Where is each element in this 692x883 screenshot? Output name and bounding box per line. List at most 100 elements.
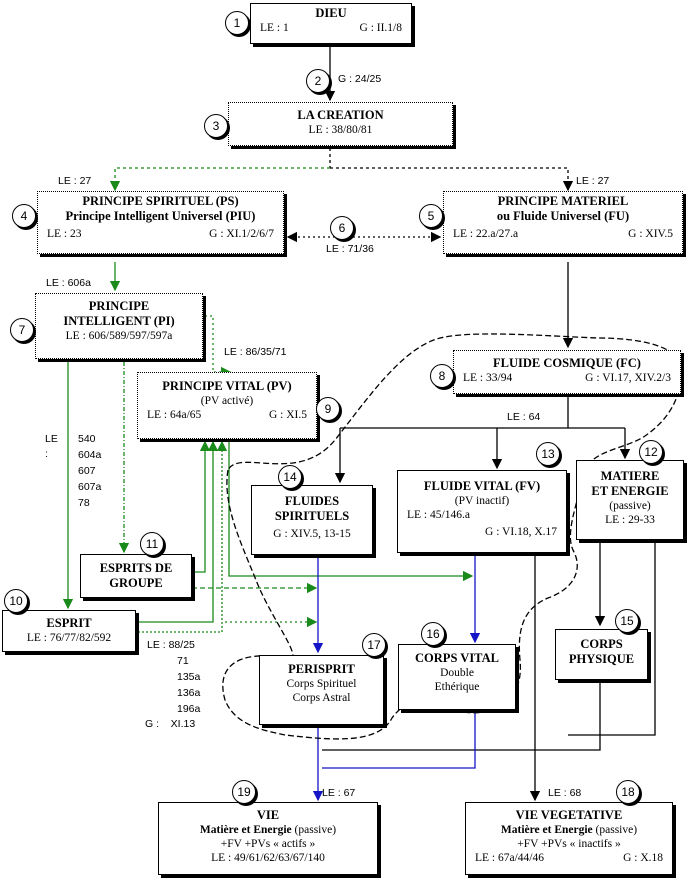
node-title-2: INTELLIGENT (PI) xyxy=(63,314,175,328)
node-number-15: 15 xyxy=(615,609,639,633)
node-bold: Matière et Energie xyxy=(199,824,292,836)
node-rest: (passive) xyxy=(592,824,638,836)
node-corps-vital: CORPS VITAL Double Ethérique xyxy=(398,644,516,710)
node-principe-intelligent: PRINCIPE INTELLIGENT (PI) LE : 606/589/5… xyxy=(35,293,203,359)
node-title: CORPS xyxy=(580,637,623,651)
node-g: G : XIV.5, 13-15 xyxy=(273,528,351,540)
node-principe-vital: PRINCIPE VITAL (PV) (PV activé) LE : 64a… xyxy=(137,372,317,439)
node-creation: LA CREATION LE : 38/80/81 xyxy=(228,102,453,146)
node-number-8: 8 xyxy=(430,364,454,388)
node-principe-materiel: PRINCIPE MATERIEL ou Fluide Universel (F… xyxy=(443,191,683,254)
node-number-10: 10 xyxy=(4,589,28,613)
link-ref-ps: LE : 27 xyxy=(58,175,92,187)
node-title: FLUIDE COSMIQUE (FC) xyxy=(493,356,641,370)
link-ref-68: LE : 68 xyxy=(548,787,582,799)
link-ref-67: LE : 67 xyxy=(322,787,356,799)
node-principe-spirituel: PRINCIPE SPIRITUEL (PS) Principe Intelli… xyxy=(37,191,284,254)
node-title: FLUIDE VITAL (FV) xyxy=(423,479,541,493)
node-title: MATIERE xyxy=(600,469,660,483)
link-ref-pm: LE : 27 xyxy=(576,175,610,187)
node-number-13: 13 xyxy=(536,442,560,466)
node-title: CORPS VITAL xyxy=(415,651,499,665)
node-fluide-vital: FLUIDE VITAL (FV) (PV inactif) LE : 45/1… xyxy=(397,470,567,553)
node-number-3: 3 xyxy=(204,114,228,138)
node-number-4: 4 xyxy=(12,204,36,228)
ref-line: 607a xyxy=(78,481,102,493)
link-number-6: 6 xyxy=(330,216,354,240)
node-title: PERISPRIT xyxy=(288,662,355,676)
node-esprit: ESPRIT LE : 76/77/82/592 xyxy=(2,610,136,652)
node-subtitle: ou Fluide Universel (FU) xyxy=(496,209,630,223)
node-le: LE : 29-33 xyxy=(605,514,655,526)
node-title-2: PHYSIQUE xyxy=(568,652,635,666)
node-line: +FV +PVs « inactifs » xyxy=(517,838,621,850)
node-number-17: 17 xyxy=(362,633,386,657)
node-le: LE : 23 xyxy=(47,228,82,240)
node-line: +FV +PVs « actifs » xyxy=(220,838,316,850)
node-g: G : VI.18, X.17 xyxy=(485,526,557,538)
node-line-2: Corps Astral xyxy=(292,692,351,704)
node-le: LE : 33/94 xyxy=(463,372,513,384)
link-ref-6: LE : 71/36 xyxy=(326,243,374,255)
node-le: LE : 38/80/81 xyxy=(308,124,373,136)
ref-line: 604a xyxy=(78,449,102,461)
node-number-5: 5 xyxy=(419,204,443,228)
node-g: G : XIV.5 xyxy=(628,228,673,240)
ref-line: 196a xyxy=(177,703,201,715)
node-corps-physique: CORPS PHYSIQUE xyxy=(555,629,648,680)
node-le: LE : 76/77/82/592 xyxy=(26,632,112,644)
node-fluide-cosmique: FLUIDE COSMIQUE (FC) LE : 33/94 G : VI.17… xyxy=(453,350,681,394)
link-ref-606a: LE : 606a xyxy=(46,277,91,289)
node-number-18: 18 xyxy=(616,780,640,804)
node-subtitle: (PV activé) xyxy=(200,395,254,407)
ref-line: LE : 88/25 xyxy=(147,639,195,651)
node-title-2: ET ENERGIE xyxy=(591,484,669,498)
node-title: LA CREATION xyxy=(297,108,384,122)
node-number-12: 12 xyxy=(639,440,663,464)
node-matiere-energie: MATIERE ET ENERGIE (passive) LE : 29-33 xyxy=(576,460,684,540)
node-title: DIEU xyxy=(315,6,347,20)
node-bold: Matière et Energie xyxy=(500,824,593,836)
node-title: PRINCIPE xyxy=(88,299,150,313)
ref-line: 136a xyxy=(177,687,201,699)
ref-line: 540 xyxy=(78,433,96,445)
node-subtitle: (PV inactif) xyxy=(454,495,510,507)
node-fluides-spirituels: FLUIDES SPIRITUELS G : XIV.5, 13-15 xyxy=(251,485,373,555)
node-line-1: Corps Spirituel xyxy=(286,678,357,690)
link-ref-g2: G : 24/25 xyxy=(338,73,382,85)
node-number-19: 19 xyxy=(232,780,256,804)
node-le: LE : 64a/65 xyxy=(147,409,202,421)
link-ref-64: LE : 64 xyxy=(507,411,541,423)
node-perisprit: PERISPRIT Corps Spirituel Corps Astral xyxy=(259,655,384,725)
node-title: VIE VEGETATIVE xyxy=(515,808,623,822)
ref-line: 135a xyxy=(177,671,201,683)
link-number-2: 2 xyxy=(306,69,330,93)
node-g: G : VI.17, XIV.2/3 xyxy=(585,372,671,384)
node-number-11: 11 xyxy=(140,532,164,556)
node-esprits-de-groupe: ESPRITS DE GROUPE xyxy=(80,554,192,598)
node-g: G : XI.5 xyxy=(268,409,307,421)
node-number-14: 14 xyxy=(278,465,302,489)
node-title: ESPRITS DE xyxy=(99,561,173,575)
node-le: LE : 22.a/27.a xyxy=(453,228,519,240)
ref-line: 78 xyxy=(78,497,90,509)
node-subtitle: Principe Intelligent Universel (PIU) xyxy=(65,209,256,223)
node-line-2: Ethérique xyxy=(434,681,480,693)
ref-line: 71 xyxy=(177,655,189,667)
node-title-2: GROUPE xyxy=(109,576,163,590)
node-vie-vegetative: VIE VEGETATIVE Matière et Energie (passi… xyxy=(465,802,673,875)
link-ref-86: LE : 86/35/71 xyxy=(224,346,287,358)
node-number-9: 9 xyxy=(316,397,340,421)
node-rest: (passive) xyxy=(291,824,337,836)
ref-line: LE : xyxy=(45,433,58,460)
node-line-1: Double xyxy=(440,667,474,679)
node-g: G : XI.1/2/6/7 xyxy=(209,228,274,240)
ref-line: G : XI.13 xyxy=(145,718,196,730)
node-title: PRINCIPE SPIRITUEL (PS) xyxy=(82,194,239,208)
node-number-16: 16 xyxy=(421,622,445,646)
node-g: G : X.18 xyxy=(623,852,663,864)
node-le: LE : 49/61/62/63/67/140 xyxy=(211,852,325,864)
